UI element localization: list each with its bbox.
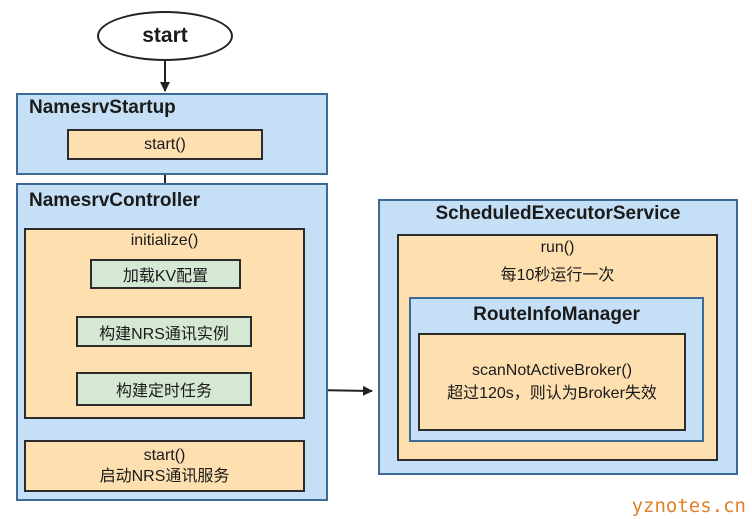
run-interval: 每10秒运行一次 <box>500 267 615 284</box>
namesrv-startup-title: NamesrvStartup <box>29 97 176 118</box>
scan-broker-call: scanNotActiveBroker() <box>471 362 633 379</box>
scan-broker-desc: 超过120s，则认为Broker失效 <box>447 385 657 402</box>
scan-broker-box: scanNotActiveBroker() 超过120s，则认为Broker失效 <box>418 333 686 431</box>
step-build-nrs-instance: 构建NRS通讯实例 <box>76 316 252 347</box>
controller-start-desc: 启动NRS通讯服务 <box>99 468 230 485</box>
route-info-manager-title: RouteInfoManager <box>473 304 640 325</box>
startup-start-call: start() <box>67 129 263 160</box>
step-build-scheduled-task: 构建定时任务 <box>76 372 252 406</box>
run-call: run() <box>540 239 575 256</box>
namesrv-controller-title: NamesrvController <box>29 190 201 211</box>
controller-start-box: start() 启动NRS通讯服务 <box>24 440 305 492</box>
watermark: yznotes.cn <box>631 495 746 517</box>
controller-start-call: start() <box>143 447 186 464</box>
scheduled-executor-title: ScheduledExecutorService <box>435 203 681 224</box>
step-load-kv-config: 加载KV配置 <box>90 259 241 289</box>
start-node: start <box>97 11 233 61</box>
initialize-label: initialize() <box>130 232 199 249</box>
